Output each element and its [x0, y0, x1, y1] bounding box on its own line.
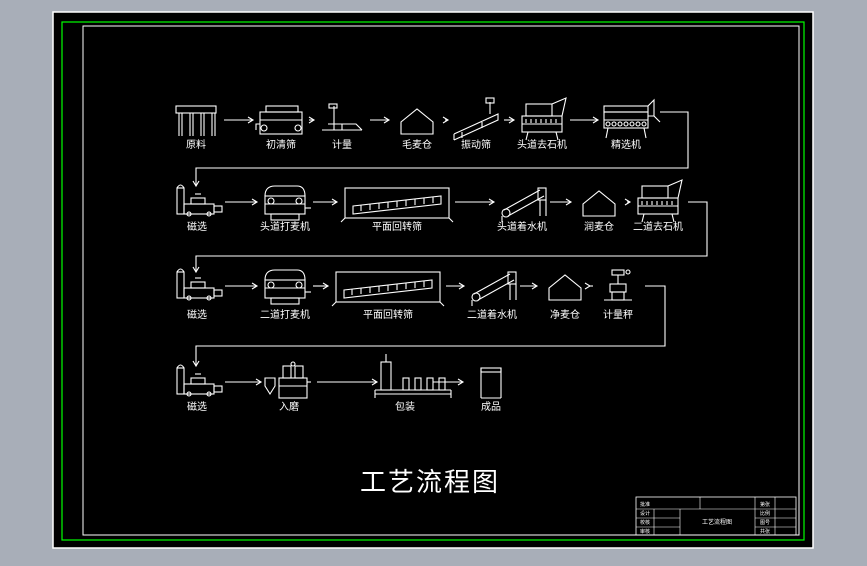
flow-arrow	[308, 116, 316, 124]
equipment-magnet2	[176, 268, 223, 301]
equipment-label-raw: 原料	[186, 138, 206, 151]
flow-arrow	[570, 116, 600, 124]
equipment-scourer1	[264, 185, 311, 221]
return-line-3	[192, 285, 666, 368]
equipment-cleanbin	[548, 274, 582, 301]
equipment-scourer2	[264, 269, 311, 305]
equipment-label-damp2: 二道着水机	[467, 308, 517, 321]
flow-arrow	[504, 116, 516, 124]
equipment-label-mill: 入磨	[279, 401, 299, 413]
equipment-label-rotary2: 平面回转筛	[363, 308, 413, 321]
title-block-label-sheet: 第张	[760, 501, 770, 508]
flow-arrow	[313, 198, 339, 206]
flow-arrow	[550, 198, 573, 206]
flow-arrow	[520, 282, 539, 290]
equipment-label-scourer1: 头道打麦机	[260, 220, 310, 233]
equipment-magnet3	[176, 364, 223, 397]
flow-arrow	[433, 378, 465, 386]
diagram-title: 工艺流程图	[360, 468, 500, 498]
equipment-label-destoner1: 头道去石机	[517, 138, 567, 151]
sheet-border	[52, 11, 814, 549]
flow-arrow	[442, 116, 450, 124]
flow-arrow	[624, 198, 632, 206]
equipment-rotary2	[331, 271, 445, 307]
equipment-mill	[264, 361, 311, 399]
equipment-label-damp1: 头道着水机	[497, 220, 547, 233]
equipment-destoner2	[637, 179, 683, 223]
equipment-label-rotary1: 平面回转筛	[372, 220, 422, 233]
flow-arrow	[224, 116, 255, 124]
equipment-packing	[374, 354, 452, 398]
equipment-label-scourer2: 二道打麦机	[260, 308, 310, 321]
flow-arrow	[225, 198, 259, 206]
equipment-damp1	[501, 187, 547, 222]
equipment-meter	[322, 103, 363, 131]
equipment-label-magnet2: 磁选	[187, 308, 207, 321]
return-line-1	[192, 111, 689, 188]
flow-arrow	[584, 282, 593, 290]
equipment-label-vibro: 振动筛	[461, 138, 491, 151]
equipment-label-selector: 精选机	[611, 138, 641, 151]
flow-arrow	[225, 282, 259, 290]
equipment-label-magnet3: 磁选	[187, 400, 207, 413]
flow-arrow	[313, 282, 330, 290]
equipment-label-magnet1: 磁选	[187, 220, 207, 233]
equipment-vibro	[453, 97, 499, 141]
equipment-label-cleanbin: 净麦仓	[550, 308, 580, 321]
equipment-rawbin	[400, 108, 434, 135]
title-block-label-scale: 比例	[760, 510, 770, 517]
sheet-frame	[61, 21, 805, 541]
equipment-magnet1	[176, 184, 223, 217]
equipment-raw	[175, 105, 217, 136]
equipment-label-packing: 包装	[395, 400, 415, 413]
equipment-label-destoner2: 二道去石机	[633, 220, 683, 233]
title-block-label-check: 校核	[640, 519, 650, 526]
return-line-2	[192, 201, 708, 274]
equipment-label-meter: 计量	[332, 138, 352, 151]
equipment-tempbin	[582, 190, 616, 217]
equipment-destoner1	[521, 97, 567, 141]
title-block-frame	[635, 496, 797, 536]
equipment-label-tempbin: 润麦仓	[584, 220, 614, 233]
flow-arrow	[446, 282, 466, 290]
title-block-label-design: 设计	[640, 510, 650, 517]
equipment-product	[480, 367, 502, 399]
title-block-label-approve: 批准	[640, 501, 650, 508]
title-block-label-review: 审核	[640, 528, 650, 535]
equipment-selector	[603, 98, 661, 139]
equipment-label-product: 成品	[481, 401, 501, 413]
drawing-frame	[82, 25, 800, 536]
title-block-label-drawing-no: 图号	[760, 520, 770, 526]
equipment-rotary1	[340, 187, 454, 223]
equipment-damp2	[471, 271, 517, 306]
title-block-title: 工艺流程图	[702, 518, 732, 526]
flow-arrow	[317, 378, 379, 386]
title-block-label-total: 共张	[760, 528, 770, 535]
flow-arrow	[370, 116, 391, 124]
title-block: 工艺流程图 设计 校核 审核 批准 比例 图号 共张 第张	[635, 496, 797, 536]
flow-arrow	[455, 198, 496, 206]
equipment-prescreen	[255, 105, 303, 135]
equipment-label-scale: 计量秤	[603, 308, 633, 321]
process-flow: 原料初清筛计量毛麦仓振动筛头道去石机精选机磁选头道打麦机平面回转筛头道着水机润麦…	[175, 97, 708, 413]
equipment-label-prescreen: 初清筛	[266, 138, 296, 151]
equipment-scale	[604, 269, 632, 301]
flow-arrow	[225, 378, 263, 386]
equipment-label-rawbin: 毛麦仓	[402, 138, 432, 151]
